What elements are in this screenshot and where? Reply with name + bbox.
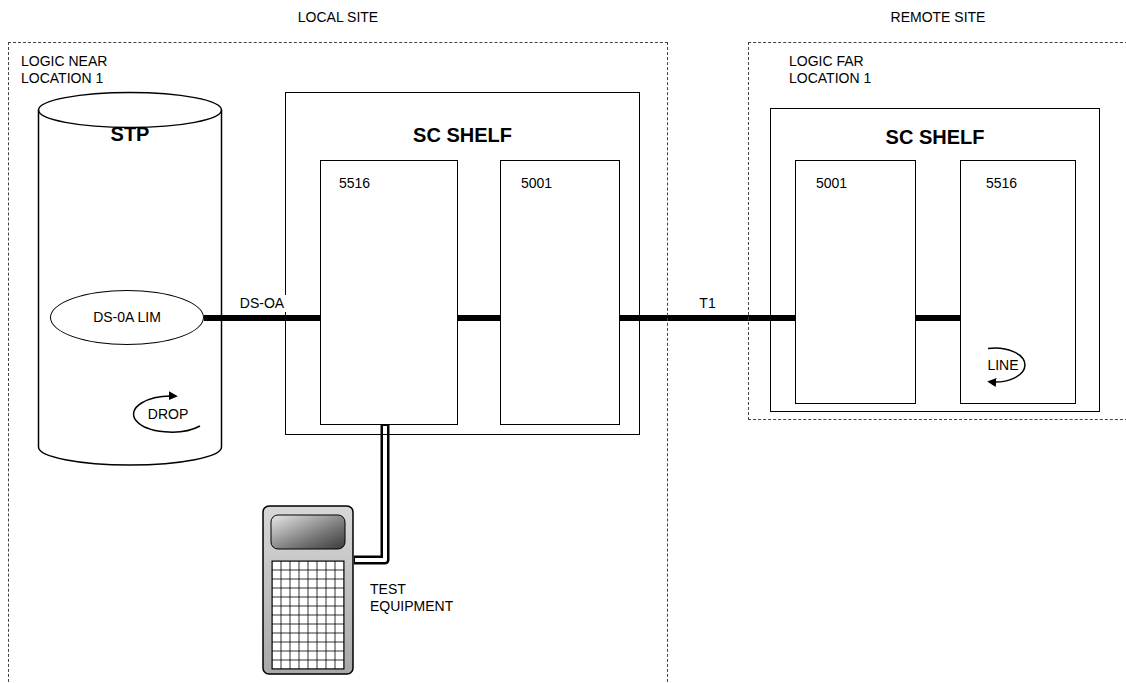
node-text: SC SHELF bbox=[771, 125, 1099, 149]
link-label: T1 bbox=[697, 295, 717, 312]
node-text: STP bbox=[38, 122, 222, 146]
node-text: 5516 bbox=[986, 175, 1075, 192]
shelf-box: SC SHELF 5516 5001 bbox=[285, 92, 640, 435]
cable-connector bbox=[354, 425, 385, 560]
loopback-label: DROP bbox=[148, 406, 188, 423]
shelf-box: SC SHELF 5001 5516 bbox=[770, 108, 1100, 412]
node-text: TEST EQUIPMENT bbox=[370, 581, 480, 615]
link-line bbox=[916, 315, 960, 321]
link-line bbox=[620, 315, 795, 321]
node-text: 5001 bbox=[521, 175, 619, 192]
link-line bbox=[458, 315, 500, 321]
device-screen bbox=[271, 515, 345, 549]
card-box: 5001 bbox=[795, 160, 916, 404]
site-region: LOCAL SITELOGIC NEAR LOCATION 1STPDS-0A … bbox=[8, 42, 668, 683]
node-text: LOGIC NEAR LOCATION 1 bbox=[21, 53, 131, 87]
node-text: DS-0A LIM bbox=[93, 309, 161, 326]
cylinder-outline bbox=[38, 92, 222, 465]
stp-cylinder: STP DS-0A LIM bbox=[38, 92, 222, 465]
node-text: 5001 bbox=[816, 175, 915, 192]
node-text: SC SHELF bbox=[286, 123, 639, 147]
card-box: 5516 bbox=[320, 160, 458, 425]
node-text: 5516 bbox=[339, 175, 457, 192]
cable-core bbox=[355, 426, 385, 560]
device-keypad bbox=[272, 561, 344, 669]
card-box: 5516 bbox=[960, 160, 1076, 404]
site-title: REMOTE SITE bbox=[749, 9, 1126, 26]
cylinder-top bbox=[39, 93, 222, 128]
site-region: REMOTE SITELOGIC FAR LOCATION 1SC SHELF5… bbox=[748, 42, 1126, 420]
test-equipment: TEST EQUIPMENT bbox=[262, 505, 354, 675]
loopback-label: LINE bbox=[987, 357, 1018, 374]
node-text: LOGIC FAR LOCATION 1 bbox=[789, 53, 899, 87]
lim-oval: DS-0A LIM bbox=[50, 290, 204, 345]
card-box: 5001 bbox=[500, 160, 620, 425]
cylinder-body bbox=[39, 110, 222, 465]
link-label: DS-OA bbox=[238, 295, 286, 312]
device-drawing bbox=[262, 505, 354, 675]
drop-loop bbox=[134, 396, 200, 432]
device-body bbox=[263, 506, 353, 674]
site-title: LOCAL SITE bbox=[9, 9, 667, 26]
line-loop bbox=[988, 348, 1025, 382]
